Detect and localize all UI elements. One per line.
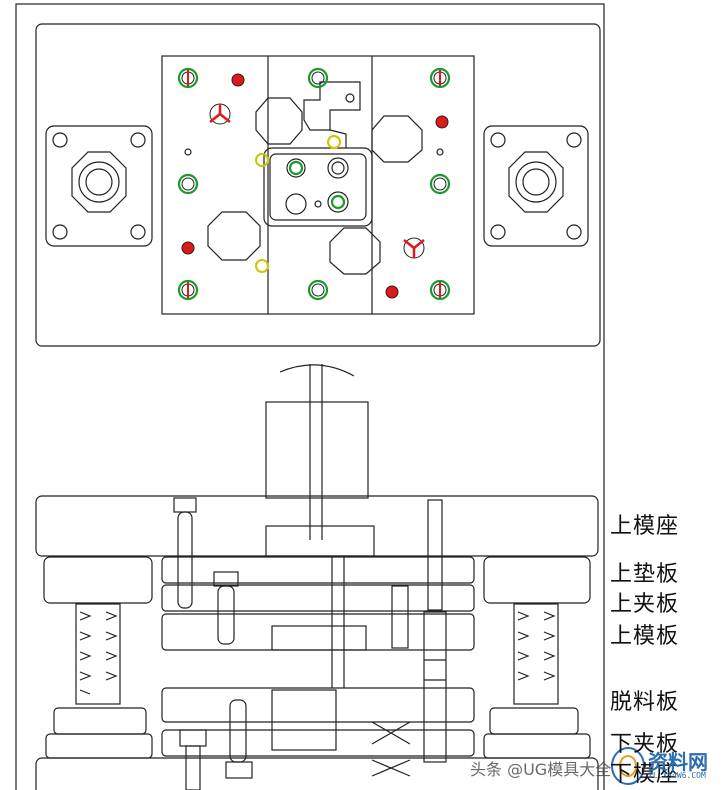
green-bolt-rings	[177, 67, 451, 301]
pilot-hole	[255, 97, 303, 145]
pilot-hole	[207, 211, 261, 261]
drawing-frame	[15, 3, 605, 790]
watermark-logo	[611, 747, 645, 785]
plan-die-plate	[161, 55, 475, 315]
plan-view-outline	[35, 23, 601, 347]
red-dowel-markers	[181, 70, 449, 299]
label-lower-clamp-plate: 下夹板	[610, 732, 680, 757]
left-guide-flange	[45, 125, 153, 247]
label-stripper-plate: 脱料板	[610, 690, 680, 715]
pilot-hole	[371, 115, 423, 163]
pilot-hole	[329, 227, 381, 275]
label-upper-clamp-plate: 上夹板	[610, 592, 680, 617]
punch	[286, 158, 306, 178]
yellow-rings	[255, 135, 341, 273]
part-outline	[303, 81, 361, 131]
watermark-logo-sub: ZL.XS4W6.COM	[648, 771, 706, 780]
right-guide-flange	[483, 125, 589, 247]
label-lower-die-seat: 下模座	[610, 762, 680, 787]
section-view	[35, 364, 599, 790]
label-upper-die-base: 上模座	[610, 514, 680, 539]
label-upper-backing-plate: 上垫板	[610, 562, 680, 587]
watermark-text: 头条 @UG模具大全	[470, 760, 612, 779]
label-upper-die-plate: 上模板	[610, 624, 680, 649]
watermark-logo-text: 资料网	[648, 750, 708, 774]
